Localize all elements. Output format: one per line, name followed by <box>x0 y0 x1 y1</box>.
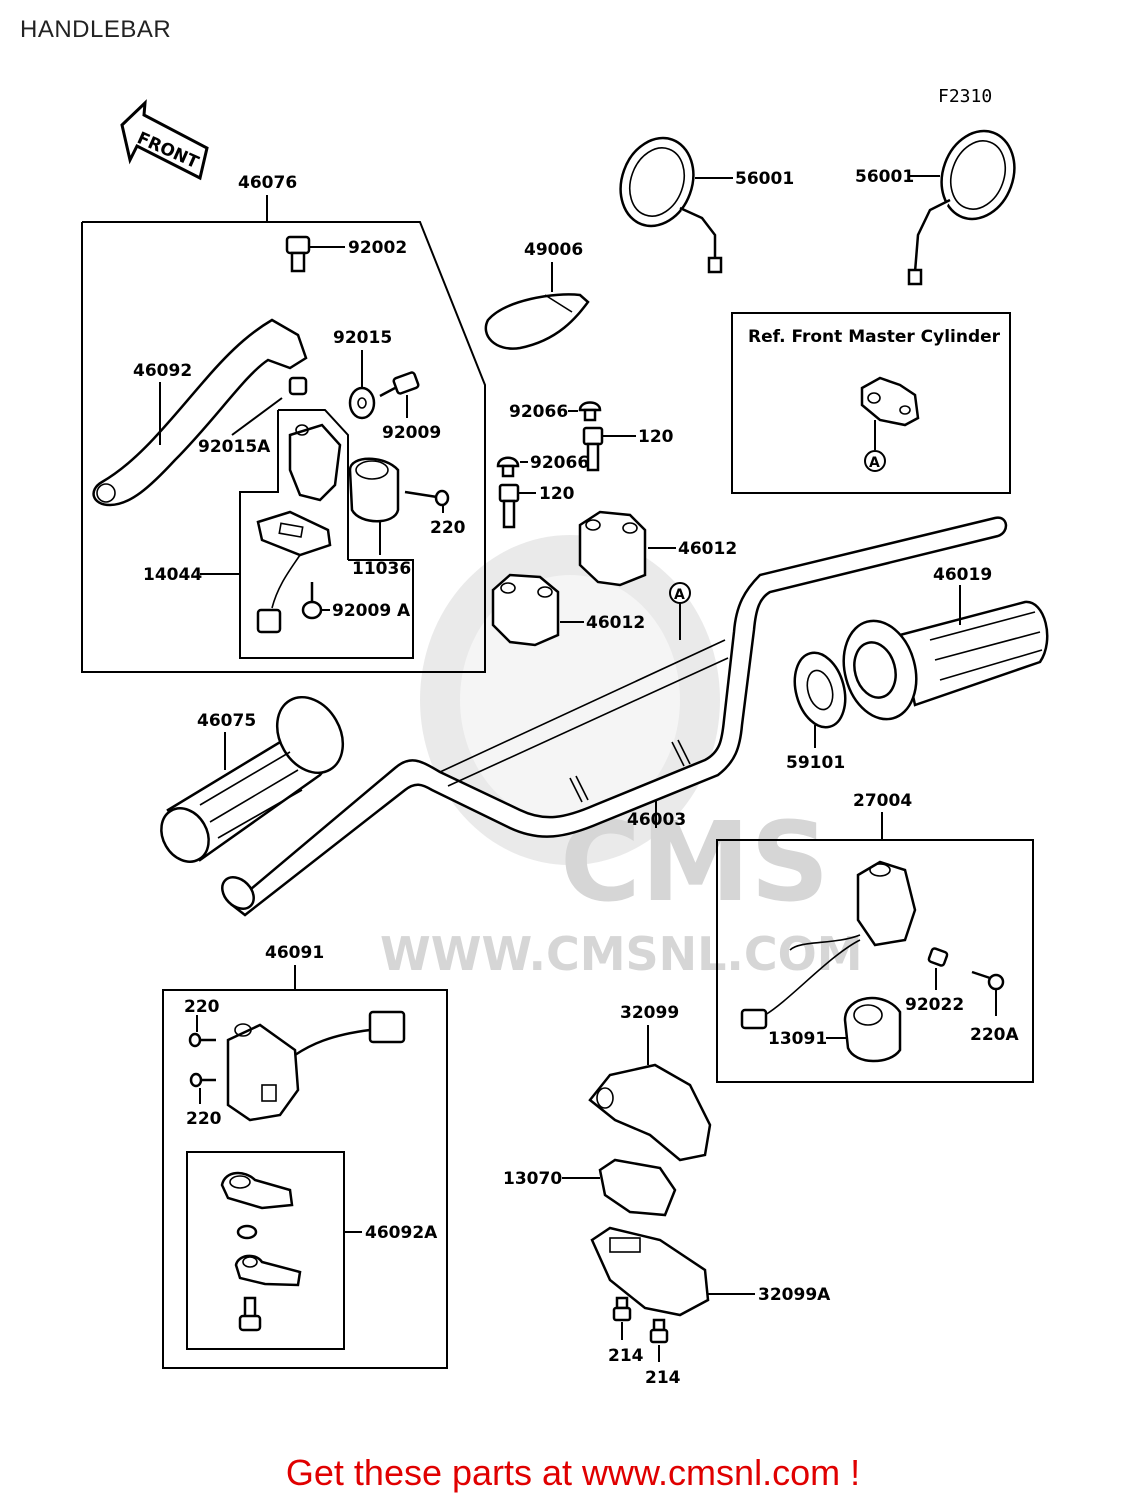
footer-link[interactable]: Get these parts at www.cmsnl.com ! <box>285 1452 861 1493</box>
label-56001-left: 56001 <box>735 169 794 189</box>
label-11036: 11036 <box>352 559 411 579</box>
handlebar-marker: A <box>674 587 685 603</box>
label-32099: 32099 <box>620 1003 679 1023</box>
label-46003: 46003 <box>627 810 686 830</box>
ref-box-label: Ref. Front Master Cylinder <box>748 327 1001 347</box>
screw-220-icon <box>404 489 450 507</box>
screw-220-l1-icon <box>188 1032 216 1048</box>
label-46012-a: 46012 <box>678 539 737 559</box>
clutch-lever-46092-icon <box>92 318 308 507</box>
clamp-46012-a-icon <box>578 510 647 587</box>
lever-parts-46092A-icon <box>220 1171 302 1332</box>
housing-32099A-icon <box>590 1226 710 1317</box>
label-92009A: 92009 A <box>332 601 411 621</box>
throttle-cam-59101-icon <box>793 651 847 729</box>
screw-220A-icon <box>971 970 1005 991</box>
clutch-lever-assembly-box <box>81 195 486 673</box>
label-32099A: 32099A <box>758 1285 831 1305</box>
label-49006: 49006 <box>524 240 583 260</box>
switch-27004-icon <box>740 860 917 1030</box>
label-220-top: 220 <box>430 518 466 538</box>
screw-92009A-icon <box>301 582 323 620</box>
label-46012-b: 46012 <box>586 613 645 633</box>
handlebar-marker-circle: A <box>669 582 691 604</box>
ref-box-marker: A <box>869 455 880 471</box>
screw-220-l2-icon <box>189 1072 216 1088</box>
page-title: HANDLEBAR <box>20 16 172 43</box>
label-92015: 92015 <box>333 328 392 348</box>
label-92009: 92009 <box>382 423 441 443</box>
label-92066-a: 92066 <box>509 402 568 422</box>
label-220-l2: 220 <box>186 1109 222 1129</box>
grip-46075-icon <box>160 696 345 863</box>
clamp-11036-icon <box>348 457 400 523</box>
figure-code: F2310 <box>938 86 992 107</box>
switch-46091-icon <box>226 1010 406 1122</box>
ref-marker-circle: A <box>864 450 886 472</box>
switch-assembly-27004-box <box>716 812 1034 1083</box>
label-120-b: 120 <box>539 484 575 504</box>
label-92015A: 92015A <box>198 437 271 457</box>
switch-assembly-46091-box <box>162 965 448 1369</box>
lever-holder-icon <box>288 423 342 502</box>
ref-front-master-cylinder-box <box>731 312 1011 494</box>
washer-92015-icon <box>348 386 376 420</box>
label-59101: 59101 <box>786 753 845 773</box>
watermark-url: WWW.CMSNL.COM <box>380 927 863 981</box>
label-214-b: 214 <box>645 1368 681 1388</box>
label-46091: 46091 <box>265 943 324 963</box>
label-92066-b: 92066 <box>530 453 589 473</box>
label-214-a: 214 <box>608 1346 644 1366</box>
label-14044: 14044 <box>143 565 202 585</box>
label-13091: 13091 <box>768 1029 827 1049</box>
mirror-56001-right-icon <box>907 129 1016 286</box>
label-13070: 13070 <box>503 1169 562 1189</box>
switch-14044-icon <box>256 510 332 634</box>
nut-92015A-icon <box>288 376 308 396</box>
housing-32099-icon <box>588 1063 712 1162</box>
bolt-92002-icon <box>285 235 311 273</box>
mirror-56001-left-icon <box>619 136 723 274</box>
front-arrow-icon: FRONT <box>120 99 209 181</box>
nut-92022-icon <box>927 947 949 967</box>
bolt-120-b-icon <box>498 483 520 529</box>
screw-214-a-icon <box>612 1296 632 1322</box>
label-92002: 92002 <box>348 238 407 258</box>
clamp-46012-b-icon <box>491 573 560 647</box>
clamp-13091-icon <box>843 996 902 1063</box>
switch-13070-icon <box>598 1158 677 1217</box>
label-46092A: 46092A <box>365 1223 438 1243</box>
bolt-120-a-icon <box>582 426 604 472</box>
label-46019: 46019 <box>933 565 992 585</box>
screw-92009-icon <box>379 371 420 398</box>
cap-92066-a-icon <box>578 401 602 422</box>
label-46076: 46076 <box>238 173 297 193</box>
cover-49006-icon <box>484 293 590 350</box>
throttle-grip-46019-icon <box>842 600 1049 721</box>
label-46075: 46075 <box>197 711 256 731</box>
label-92022: 92022 <box>905 995 964 1015</box>
label-220A: 220A <box>970 1025 1019 1045</box>
label-56001-right: 56001 <box>855 167 914 187</box>
label-220-l1: 220 <box>184 997 220 1017</box>
cap-92066-b-icon <box>496 456 520 478</box>
label-120-a: 120 <box>638 427 674 447</box>
master-cylinder-clamp-icon <box>860 376 920 427</box>
label-46092: 46092 <box>133 361 192 381</box>
handlebar-46003-icon <box>221 516 1008 917</box>
screw-214-b-icon <box>649 1318 669 1344</box>
label-27004: 27004 <box>853 791 912 811</box>
